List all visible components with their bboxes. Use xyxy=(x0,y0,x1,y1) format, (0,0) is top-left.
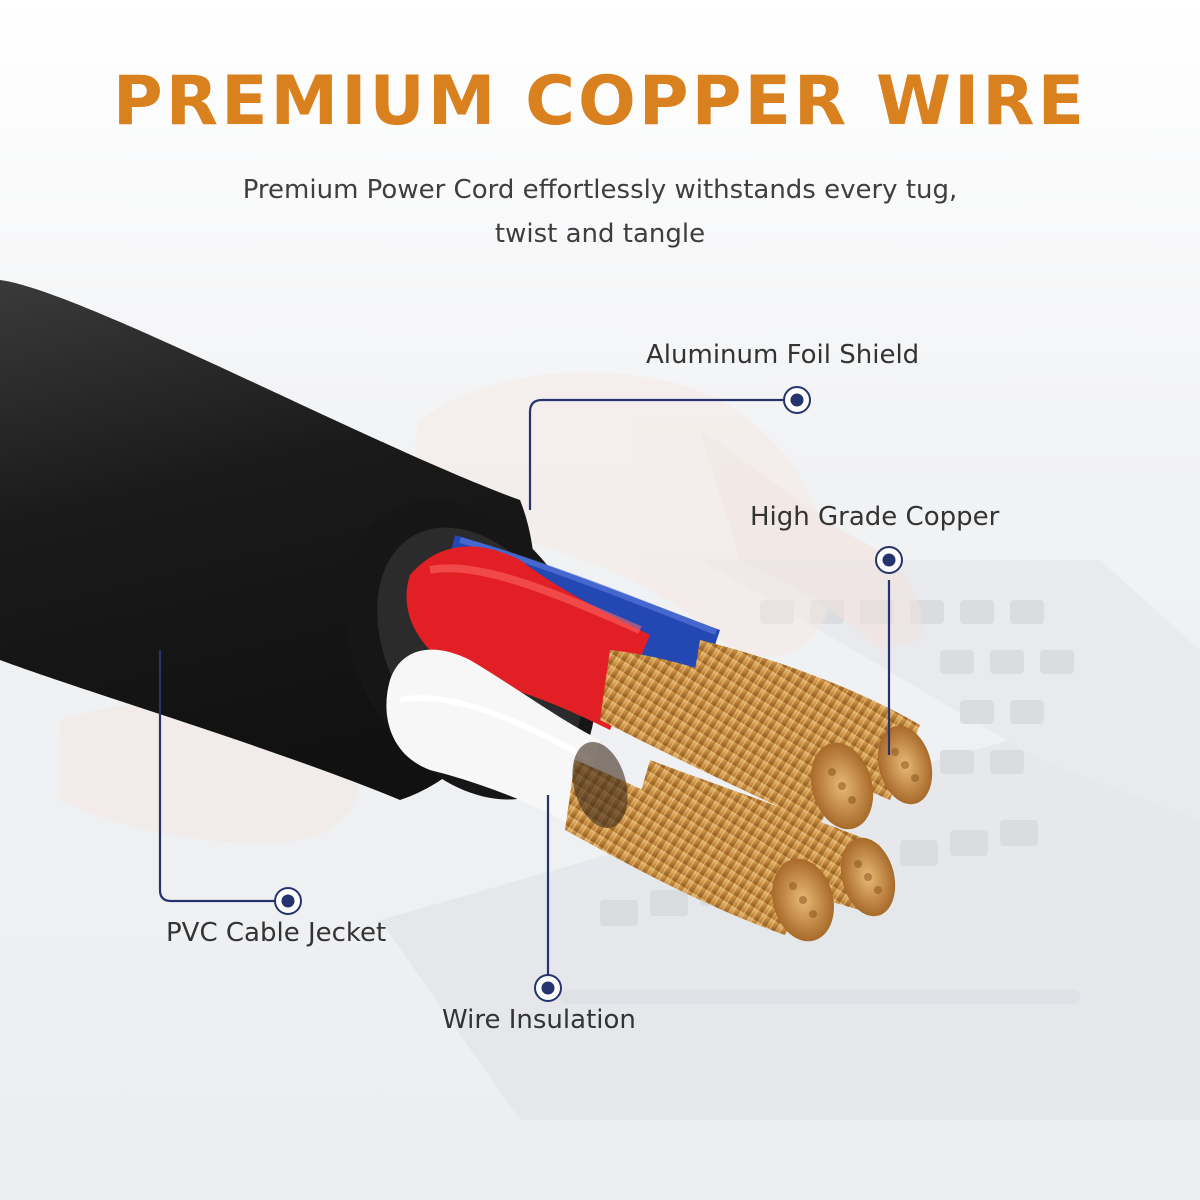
jacket-marker-icon xyxy=(274,887,302,915)
callout-lines xyxy=(158,398,891,988)
jacket-callout-line xyxy=(158,650,288,903)
pvc-cable-jacket-label: PVC Cable Jecket xyxy=(166,918,387,948)
high-grade-copper-label: High Grade Copper xyxy=(750,502,1000,532)
subtitle: Premium Power Cord effortlessly withstan… xyxy=(150,168,1050,256)
callout-markers xyxy=(274,386,903,1002)
foil-marker-icon xyxy=(783,386,811,414)
insulation-marker-icon xyxy=(534,974,562,1002)
foil-callout-line xyxy=(528,398,797,510)
aluminum-foil-shield-label: Aluminum Foil Shield xyxy=(646,340,920,370)
copper-conductors xyxy=(565,640,933,942)
headline: PREMIUM COPPER WIRE xyxy=(112,62,1088,141)
subtitle-line-2: twist and tangle xyxy=(494,219,706,249)
white-wire xyxy=(386,649,600,830)
red-wire xyxy=(406,546,650,730)
copper-marker-icon xyxy=(875,546,903,574)
subtitle-line-1: Premium Power Cord effortlessly withstan… xyxy=(242,175,958,205)
wire-insulation-label: Wire Insulation xyxy=(442,1005,636,1035)
